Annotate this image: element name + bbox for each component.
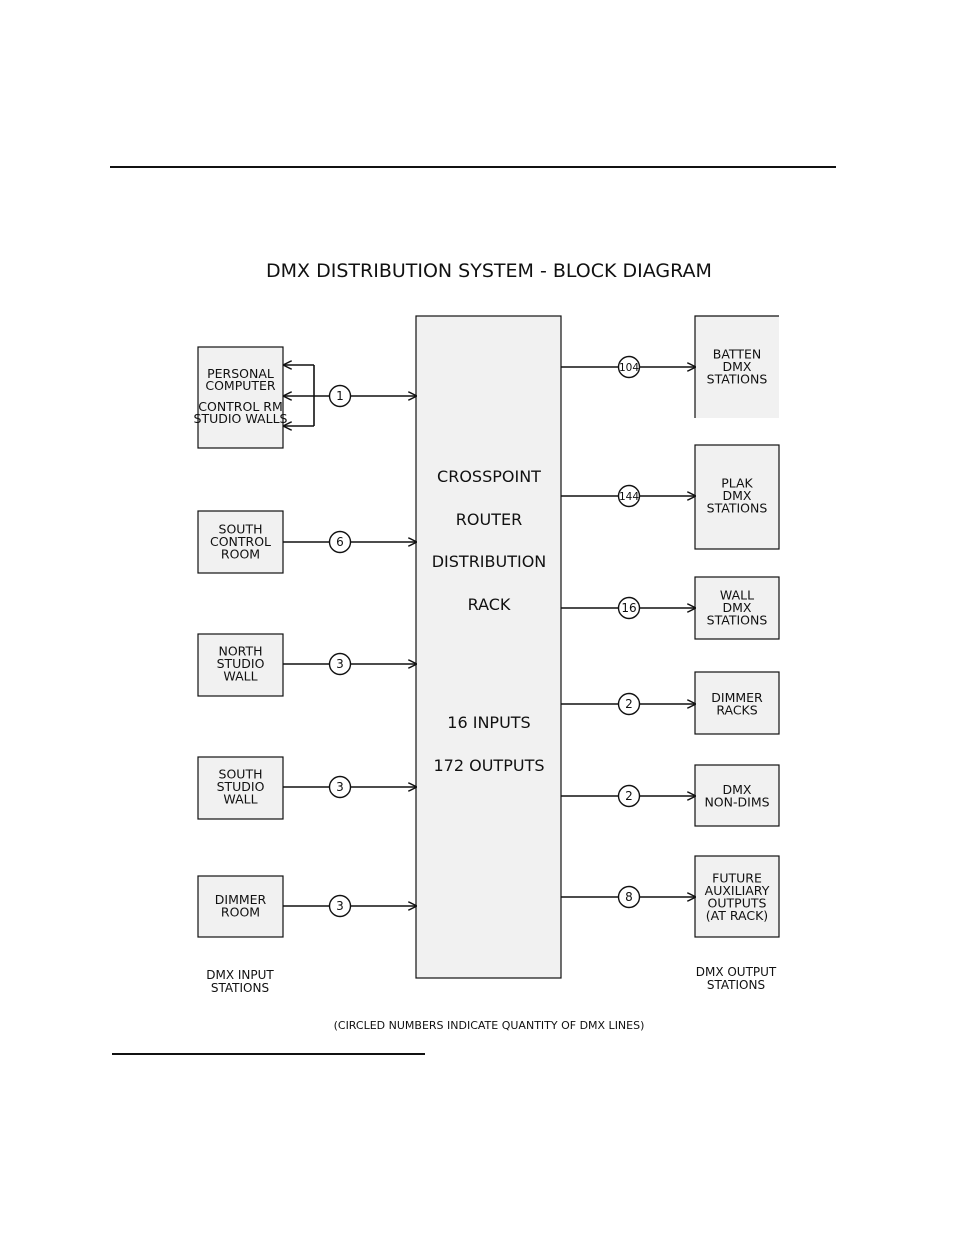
- station-label-line: CONTROL: [210, 534, 271, 549]
- quantity-label: 8: [625, 890, 633, 904]
- svg-text:DMX INPUT: DMX INPUT: [206, 968, 274, 982]
- station-label-line: STATIONS: [707, 501, 768, 516]
- rack-label-line: RACK: [468, 595, 511, 614]
- station-label-line: STATIONS: [707, 613, 768, 628]
- pc-feedback-bracket: [284, 365, 315, 426]
- quantity-circle: [617, 355, 641, 379]
- station-label-line: FUTURE: [712, 870, 762, 885]
- quantity-circle: [328, 652, 352, 676]
- output-station-box: [694, 671, 780, 735]
- station-label-line: STATIONS: [707, 372, 768, 387]
- output-station-box: [694, 576, 780, 640]
- station-label-line: NON-DIMS: [704, 794, 769, 809]
- station-label-line: (AT RACK): [706, 908, 768, 923]
- station-label-line: DIMMER: [711, 690, 763, 705]
- station-label-line: ROOM: [221, 904, 260, 919]
- input-caption: DMX INPUT STATIONS: [206, 968, 274, 995]
- station-label-line: BATTEN: [713, 347, 761, 362]
- input-station-box: [197, 346, 284, 449]
- quantity-label: 104: [619, 362, 639, 374]
- station-label-line: PERSONAL: [207, 366, 274, 381]
- station-label-line: WALL: [720, 588, 754, 603]
- station-label-line: DMX: [723, 782, 752, 797]
- svg-text:STATIONS: STATIONS: [707, 978, 765, 992]
- station-label-line: STUDIO: [217, 779, 265, 794]
- station-label-line: CONTROL RM: [198, 399, 283, 414]
- station-label-line: DMX: [723, 600, 752, 615]
- station-label-line: DMX: [723, 488, 752, 503]
- station-label-line: SOUTH: [219, 522, 263, 537]
- quantity-label: 1: [336, 389, 344, 403]
- svg-text:STATIONS: STATIONS: [211, 981, 269, 995]
- rack-label-line: 172 OUTPUTS: [434, 756, 545, 775]
- quantity-circle: [328, 894, 352, 918]
- svg-text:DMX OUTPUT: DMX OUTPUT: [696, 965, 777, 979]
- station-label-line: COMPUTER: [205, 378, 276, 393]
- rack-label-line: ROUTER: [456, 510, 522, 529]
- station-label-line: WALL: [223, 792, 257, 807]
- output-station-box: [694, 315, 779, 418]
- quantity-label: 2: [625, 697, 633, 711]
- output-station-fill: [695, 316, 779, 418]
- station-label-line: ROOM: [221, 547, 260, 562]
- station-label-line: STUDIO: [217, 656, 265, 671]
- station-label-line: SOUTH: [219, 767, 263, 782]
- output-station-box: [694, 855, 780, 938]
- rack-label-line: CROSSPOINT: [437, 467, 541, 486]
- quantity-label: 3: [336, 657, 344, 671]
- station-label-line: PLAK: [721, 476, 753, 491]
- diagram-title: DMX DISTRIBUTION SYSTEM - BLOCK DIAGRAM: [266, 260, 712, 282]
- station-label-line: NORTH: [218, 644, 262, 659]
- quantity-circle: [617, 784, 641, 808]
- input-station-box: [197, 756, 284, 820]
- quantity-label: 3: [336, 899, 344, 913]
- input-station-box: [197, 633, 284, 697]
- router-rack: CROSSPOINT ROUTER DISTRIBUTION RACK 16 INPUT…: [415, 315, 562, 979]
- quantity-circle: [328, 775, 352, 799]
- quantity-label: 3: [336, 780, 344, 794]
- quantity-label: 16: [621, 601, 636, 615]
- rack-label-line: 16 INPUTS: [447, 713, 530, 732]
- output-caption: DMX OUTPUT STATIONS: [696, 965, 777, 992]
- station-label-line: DIMMER: [215, 892, 267, 907]
- station-label-line: STUDIO WALLS: [194, 411, 288, 426]
- output-stations: BATTENDMXSTATIONS104PLAKDMXSTATIONS144WA…: [561, 315, 780, 938]
- quantity-circle: [328, 384, 352, 408]
- station-label-line: AUXILIARY: [705, 883, 770, 898]
- input-station-box: [197, 875, 284, 938]
- quantity-circle: [328, 530, 352, 554]
- quantity-circle: [617, 596, 641, 620]
- quantity-circle: [617, 692, 641, 716]
- rack-label-line: DISTRIBUTION: [432, 552, 547, 571]
- quantity-circle: [617, 885, 641, 909]
- station-label-line: OUTPUTS: [708, 895, 767, 910]
- rack-labels: CROSSPOINT ROUTER DISTRIBUTION RACK 16 INPUT…: [432, 467, 547, 775]
- quantity-circle: [617, 484, 641, 508]
- output-station-box: [694, 444, 780, 550]
- quantity-label: 2: [625, 789, 633, 803]
- quantity-label: 6: [336, 535, 344, 549]
- station-label-line: WALL: [223, 669, 257, 684]
- footnote: (CIRCLED NUMBERS INDICATE QUANTITY OF DM…: [334, 1019, 645, 1032]
- station-label-line: RACKS: [716, 702, 757, 717]
- station-label-line: DMX: [723, 359, 752, 374]
- quantity-label: 144: [619, 491, 639, 503]
